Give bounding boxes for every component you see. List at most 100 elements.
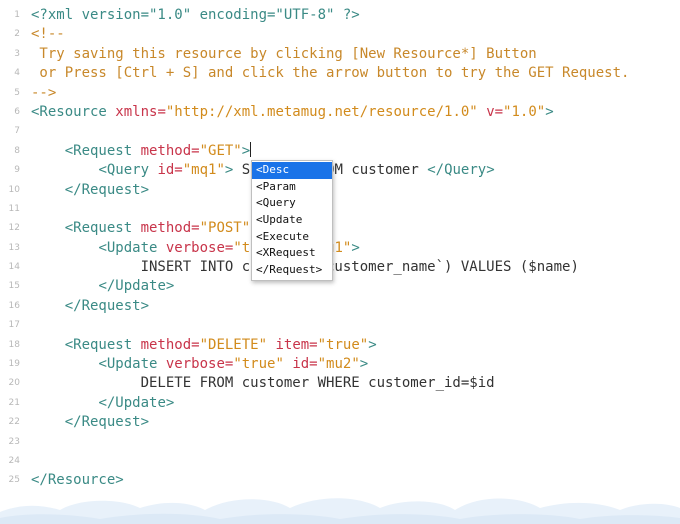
code-line[interactable]: DELETE FROM customer WHERE customer_id=$… [31, 374, 680, 393]
code-token-txt [31, 220, 65, 236]
code-line[interactable] [31, 452, 680, 471]
autocomplete-item[interactable]: <Query [256, 196, 296, 210]
code-line[interactable]: <Request method="GET"> [31, 142, 680, 161]
code-token-attr: item= [275, 336, 318, 353]
code-line[interactable]: <Update verbose="true" id="mu2"> [31, 355, 680, 374]
code-token-txt: INSERT INTO c customer_name`) VALUES ($n… [140, 259, 579, 276]
code-token-tag: > [545, 103, 554, 120]
code-line[interactable]: <Request method="DELETE" item="true"> [31, 336, 680, 355]
code-token-tag: </Request> [64, 297, 150, 314]
code-token-attr: xmlns= [115, 103, 166, 120]
code-line[interactable]: --> [31, 84, 680, 103]
code-token-attr: verbose= [165, 239, 234, 256]
autocomplete-item[interactable]: <XRequest [256, 246, 316, 260]
code-line[interactable]: </Update> [31, 394, 680, 413]
code-token-val: "POST" [199, 220, 251, 237]
code-token-tag: </Resource> [31, 472, 124, 489]
code-token-val: "GET" [199, 142, 242, 159]
code-token-attr: verbose= [165, 356, 234, 373]
code-token-tag: > [359, 356, 369, 373]
line-number: 9 [14, 165, 20, 176]
code-token-txt [31, 414, 65, 430]
code-line[interactable]: <Update verbose="t u1"> [31, 239, 680, 258]
code-line[interactable]: Try saving this resource by clicking [Ne… [31, 45, 680, 64]
code-token-tag: </Request> [64, 414, 150, 431]
line-number: 17 [8, 320, 20, 331]
code-line[interactable]: </Request> [31, 297, 680, 316]
code-line[interactable]: INSERT INTO c customer_name`) VALUES ($n… [31, 258, 680, 277]
code-line[interactable] [31, 200, 680, 219]
code-token-val: "true" [233, 356, 284, 373]
code-token-txt [31, 143, 65, 159]
code-line[interactable]: or Press [Ctrl + S] and click the arrow … [31, 64, 680, 83]
line-number: 13 [8, 242, 20, 253]
code-area[interactable]: <?xml version="1.0" encoding="UTF-8" ?> <… [31, 6, 680, 491]
code-token-txt [31, 162, 98, 178]
autocomplete-item[interactable]: </Request> [256, 263, 323, 277]
code-line[interactable]: </Request> [31, 413, 680, 432]
code-token-tag: <Update [98, 356, 166, 373]
line-number: 20 [8, 378, 20, 389]
code-token-attr: method= [140, 220, 200, 237]
line-number: 5 [14, 87, 20, 98]
code-token-attr: v= [486, 103, 504, 120]
code-token-tag: <Resource [31, 103, 116, 120]
code-token-tag: <Query [98, 162, 158, 179]
code-token-tag: <Request [64, 336, 141, 353]
autocomplete-item[interactable]: <Desc [252, 162, 332, 179]
code-token-tag: <?xml version="1.0" encoding="UTF-8" ?> [31, 7, 360, 23]
line-number: 16 [8, 300, 20, 311]
code-line[interactable]: <?xml version="1.0" encoding="UTF-8" ?> [31, 6, 680, 25]
line-number: 24 [8, 455, 20, 466]
code-token-tag: > [241, 142, 251, 159]
code-token-tag: </Update> [98, 278, 175, 295]
code-token-txt [31, 278, 98, 294]
code-line[interactable] [31, 122, 680, 141]
code-line[interactable]: </Request> [31, 181, 680, 200]
line-number: 11 [8, 203, 20, 214]
line-number: 3 [14, 48, 20, 59]
code-token-tag: > [351, 239, 360, 256]
code-token-tag: </Request> [64, 181, 150, 198]
line-number: 1 [14, 10, 20, 20]
code-token-tag: <Request [64, 142, 141, 159]
code-token-val: "mu2" [317, 356, 360, 373]
code-line[interactable] [31, 316, 680, 335]
code-token-attr: method= [140, 336, 200, 353]
code-token-comment: Try saving this resource by clicking [Ne… [31, 45, 537, 62]
autocomplete-item[interactable]: <Execute [256, 229, 309, 243]
code-token-txt [31, 337, 65, 353]
code-token-tag: </Query> [427, 162, 495, 179]
code-token-attr: id= [292, 356, 318, 373]
code-token-tag: > [368, 336, 377, 353]
code-token-txt [478, 104, 486, 120]
code-line[interactable]: <Query id="mq1"> S OM customer </Query> [31, 161, 680, 180]
code-line[interactable] [31, 433, 680, 452]
line-number: 18 [8, 339, 20, 350]
autocomplete-item[interactable]: <Update [256, 213, 303, 227]
code-line[interactable]: <Resource xmlns="http://xml.metamug.net/… [31, 103, 680, 122]
code-token-val: "DELETE" [199, 336, 268, 353]
code-token-comment: or Press [Ctrl + S] and click the arrow … [31, 65, 630, 82]
line-number: 15 [8, 281, 20, 292]
code-line[interactable]: </Resource> [31, 471, 680, 490]
autocomplete-dropdown[interactable]: <Desc<Param <Query <Update <Execute <XReques… [251, 160, 333, 281]
code-token-txt [31, 298, 65, 314]
line-number: 25 [8, 475, 20, 486]
line-number: 6 [14, 106, 20, 117]
code-line[interactable]: <Request method="POST" [31, 219, 680, 238]
code-token-txt [31, 240, 98, 256]
code-token-attr: id= [157, 162, 183, 179]
line-number: 8 [14, 145, 20, 156]
line-number: 19 [8, 359, 20, 370]
code-token-tag: <Update [98, 239, 166, 256]
code-line[interactable]: </Update> [31, 277, 680, 296]
code-token-attr: method= [140, 142, 200, 159]
code-token-comment: <!-- [31, 26, 65, 43]
line-number: 12 [8, 223, 20, 234]
autocomplete-item[interactable]: <Param [256, 179, 296, 193]
code-line[interactable]: <!-- [31, 25, 680, 44]
code-token-val: "t [233, 239, 251, 256]
